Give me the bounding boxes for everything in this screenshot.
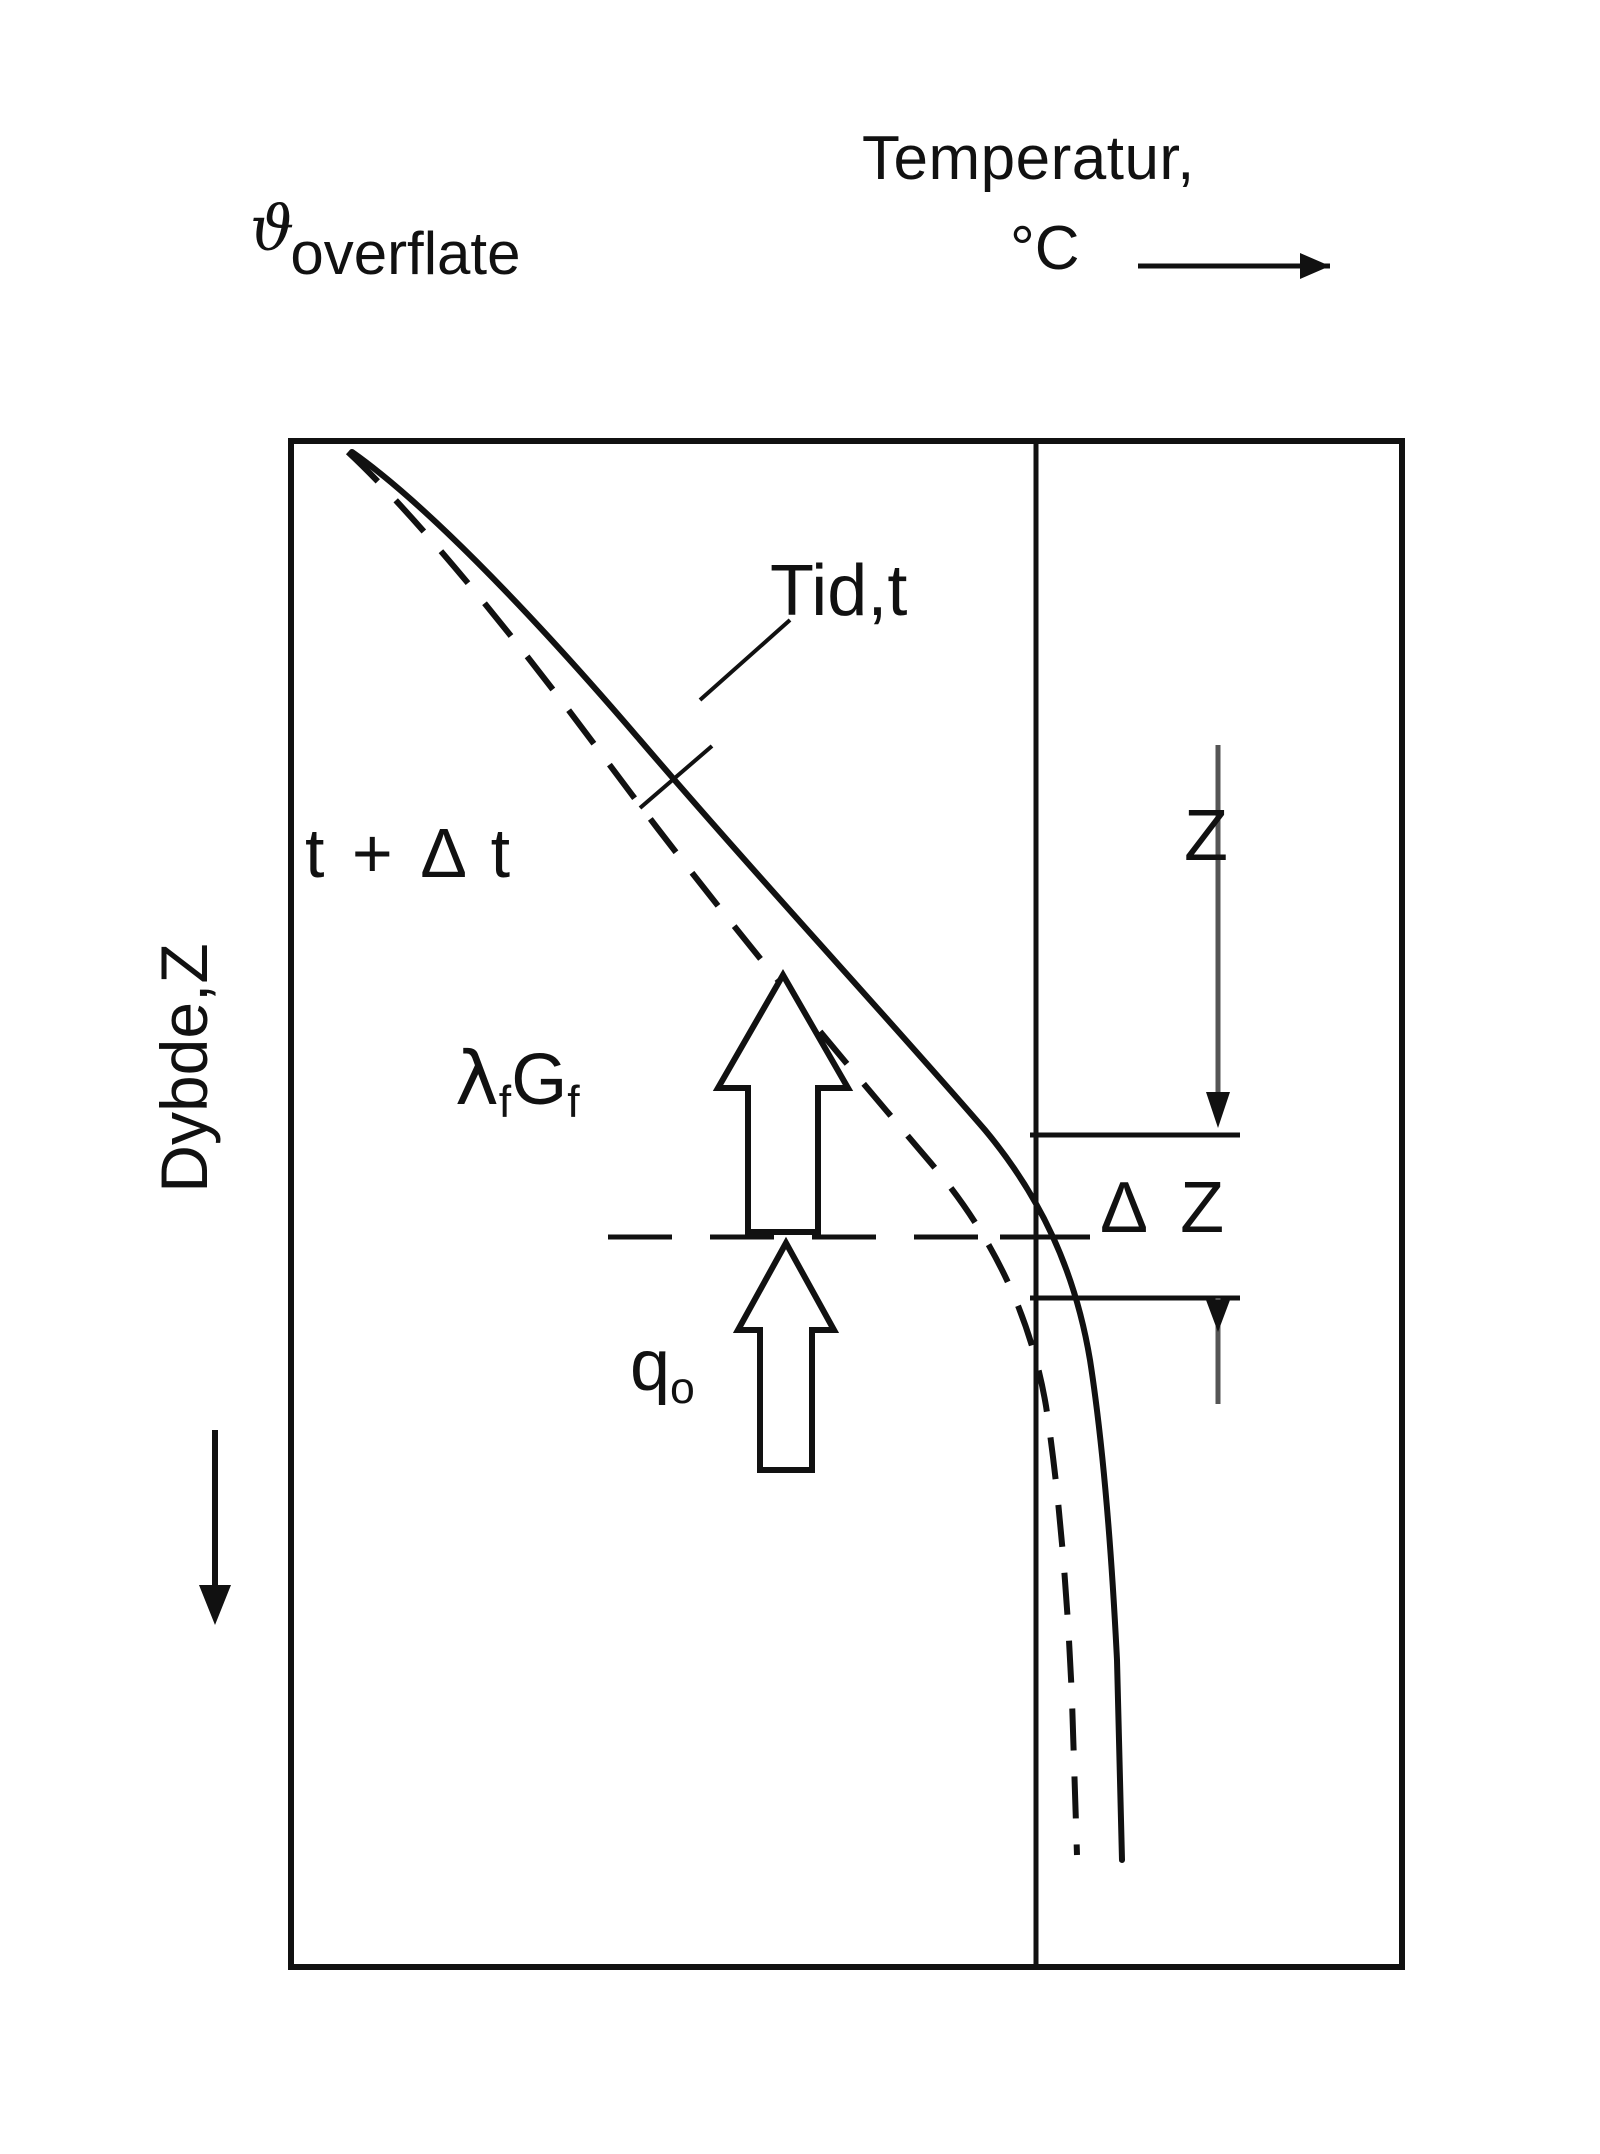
latent-heat-flux-arrow-icon [712,968,854,1235]
depth-axis-arrow-icon [199,1430,231,1625]
lambda-subscript: f [498,1078,512,1128]
solid-curve-label: Tid,t [770,551,908,631]
plot-frame [288,438,1405,1970]
temperature-axis-arrow-icon [1138,253,1330,279]
latent-heat-flux-label: λfGf [455,1042,580,1125]
q-symbol: q [630,1326,671,1406]
ground-heat-flux-label: qo [630,1330,695,1411]
surface-temperature-label: ϑoverflate [250,198,524,284]
theta-symbol: ϑ [250,192,295,265]
lambda-symbol: λ [455,1036,499,1122]
tid-t-leader-line [698,618,792,702]
temperature-axis-title: Temperatur, [862,124,1195,193]
ground-heat-flux-arrow-icon [732,1236,840,1473]
g-symbol: G [511,1040,568,1120]
surface-temperature-subscript: overflate [290,220,521,287]
depth-z-label: Z [1184,796,1228,876]
depth-z-dimension-marker [1030,745,1240,1138]
temperature-axis-unit: °C [1010,214,1080,283]
t-plus-delta-t-leader-line [638,744,714,810]
delta-z-dimension-marker [1030,1295,1240,1404]
dashed-curve-label: t + Δ t [305,814,515,892]
delta-z-label: Δ Z [1100,1168,1233,1248]
depth-axis-title: Dybde,Z [147,943,221,1193]
g-subscript: f [567,1078,580,1128]
temperature-profile-curve-solid [349,449,1125,1863]
q-subscript: o [670,1364,695,1414]
temperature-profile-curve-dashed [345,449,1080,1856]
